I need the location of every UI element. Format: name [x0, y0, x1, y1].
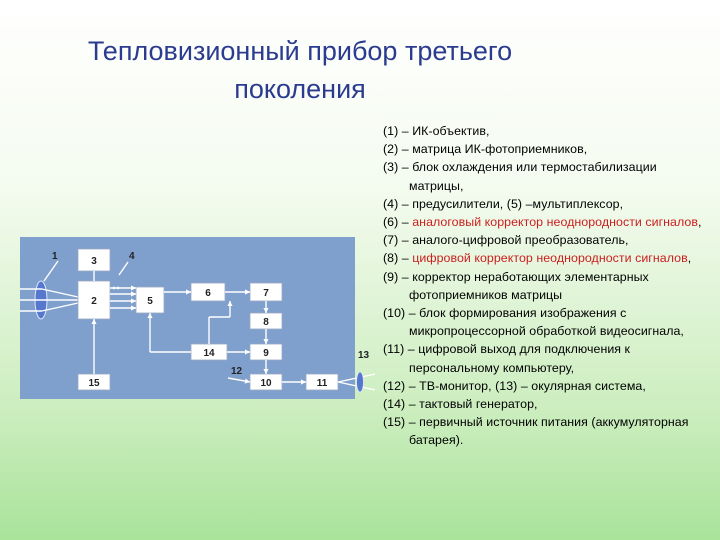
callout-12-label: 12	[231, 366, 243, 377]
legend-item: (3) – блок охлаждения или термостабилиза…	[383, 158, 713, 194]
legend-text: (3) – блок охлаждения или термостабилиза…	[383, 160, 657, 193]
eyepiece-icon	[356, 371, 364, 393]
arrow-head	[263, 339, 269, 344]
legend-highlight: аналоговый корректор неоднородности сигн…	[412, 215, 698, 230]
callout-1-label: 1	[52, 251, 58, 262]
legend-list: (1) – ИК-объектив, (2) – матрица ИК-фотоп…	[383, 122, 713, 450]
arrow-head	[131, 298, 136, 304]
callout-13-label: 13	[358, 350, 370, 361]
block-7-label: 7	[263, 288, 269, 299]
legend-highlight: цифровой корректор неоднородности сигнал…	[412, 251, 688, 266]
legend-item: (11) – цифровой выход для подключения к …	[383, 340, 713, 376]
ray-line	[41, 288, 79, 298]
callout-leader	[118, 261, 129, 276]
block-11-label: 11	[317, 378, 328, 389]
block-8-label: 8	[263, 317, 269, 328]
preamp-dot	[116, 286, 120, 290]
slide-title: Тепловизионный прибор третьего поколения	[60, 32, 540, 108]
arrow-head	[301, 379, 306, 385]
diagram-panel	[20, 237, 355, 399]
legend-text: (2) – матрица ИК-фотоприемников,	[383, 142, 588, 157]
legend-item: (7) – аналого-цифровой преобразователь,	[383, 231, 713, 249]
block-5	[135, 286, 165, 314]
legend-text: (7) – аналого-цифровой преобразователь,	[383, 233, 629, 248]
legend-text: ,	[687, 251, 692, 266]
ray-line	[41, 302, 79, 312]
arrow-head	[227, 301, 233, 306]
legend-item: (4) – предусилители, (5) –мультиплексор,	[383, 195, 713, 213]
block-6-label: 6	[205, 288, 211, 299]
legend-text: (15) – первичный источник питания (аккум…	[383, 415, 689, 448]
slide-title-line2: поколения	[234, 74, 366, 104]
legend-text: (14) – тактовый генератор,	[383, 397, 538, 412]
legend-item: (15) – первичный источник питания (аккум…	[383, 413, 713, 449]
callout-leader	[43, 260, 59, 282]
preamp-dot	[112, 286, 116, 290]
legend-item: (2) – матрица ИК-фотоприемников,	[383, 140, 713, 158]
legend-item: (14) – тактовый генератор,	[383, 395, 713, 413]
legend-item: (1) – ИК-объектив,	[383, 122, 713, 140]
arrow-head	[131, 285, 136, 291]
slide-title-line1: Тепловизионный прибор третьего	[87, 36, 513, 66]
legend-text: (10) – блок формирования изображения с м…	[383, 306, 684, 339]
legend-item: (12) – ТВ-монитор, (13) – окулярная сист…	[383, 377, 713, 395]
block-9-label: 9	[263, 348, 269, 359]
arrow-head	[244, 378, 250, 384]
arrow-head	[186, 289, 191, 295]
block-10-label: 10	[260, 378, 272, 389]
arrow-head	[263, 308, 269, 313]
legend-text: (8) –	[383, 251, 413, 266]
arrow-head	[245, 289, 250, 295]
arrow-head	[245, 349, 250, 355]
legend-text: ,	[698, 215, 702, 230]
block-5-label: 5	[147, 296, 153, 307]
arrow-head	[91, 319, 97, 324]
legend-text: (11) – цифровой выход для подключения к …	[383, 342, 631, 375]
block-2	[77, 280, 111, 320]
legend-text: (9) – корректор неработающих элементарны…	[383, 269, 649, 302]
legend-text: (6) –	[383, 215, 413, 230]
legend-text: (12) – ТВ-монитор, (13) – окулярная сист…	[383, 378, 646, 393]
legend-item: (6) – аналоговый корректор неоднородност…	[383, 213, 713, 231]
legend-text: (1) – ИК-объектив,	[383, 124, 490, 138]
arrow-head	[131, 305, 136, 311]
legend-text: (4) – предусилители, (5) –мультиплексор,	[383, 196, 624, 211]
arrow-head	[263, 369, 269, 374]
block-14-label: 14	[203, 348, 215, 359]
callout-4-label: 4	[129, 251, 135, 262]
block-3-label: 3	[91, 256, 97, 267]
legend-item: (10) – блок формирования изображения с м…	[383, 304, 713, 340]
block-2-label: 2	[91, 296, 97, 307]
arrow-head	[131, 291, 136, 297]
legend-item: (8) – цифровой корректор неоднородности …	[383, 249, 713, 267]
block-15-label: 15	[88, 378, 100, 389]
legend-item: (9) – корректор неработающих элементарны…	[383, 268, 713, 304]
arrow-head	[147, 313, 153, 318]
